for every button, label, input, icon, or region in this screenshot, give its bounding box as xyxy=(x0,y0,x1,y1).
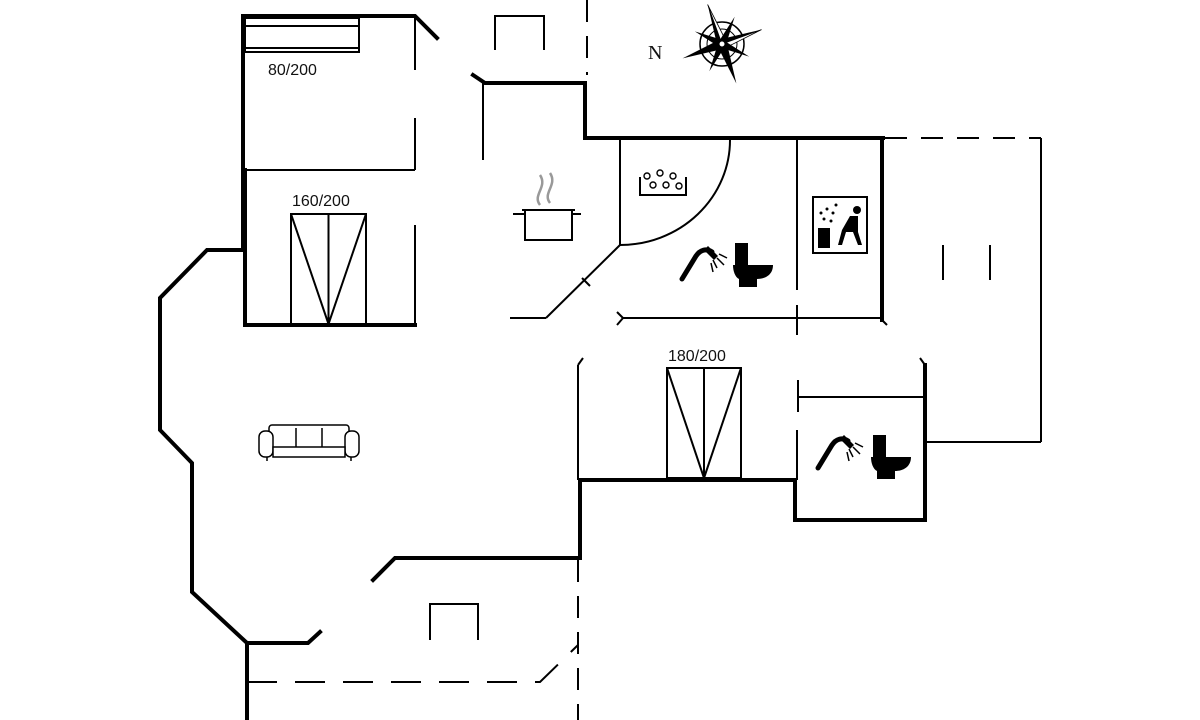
bed-label-160-200: 160/200 xyxy=(292,193,350,210)
sauna-icon xyxy=(812,196,868,254)
whirlpool-icon xyxy=(639,169,687,196)
sofa-icon xyxy=(258,424,360,461)
cooking-pot-icon xyxy=(513,172,581,241)
bed-single xyxy=(244,17,360,53)
toilet-icon xyxy=(871,435,911,479)
bed-label-80-200: 80/200 xyxy=(268,62,317,79)
compass-north-label: N xyxy=(648,42,662,64)
walls xyxy=(158,0,1042,720)
toilet-icon xyxy=(733,243,773,287)
bed-double-2 xyxy=(666,367,742,479)
shower-icon xyxy=(815,435,864,471)
compass-rose-icon xyxy=(682,4,762,84)
stove-bottom xyxy=(429,603,479,640)
bed-label-180-200: 180/200 xyxy=(668,348,726,365)
bed-double-1 xyxy=(290,213,367,325)
stove-top xyxy=(494,15,545,50)
shower-icon xyxy=(679,246,728,282)
